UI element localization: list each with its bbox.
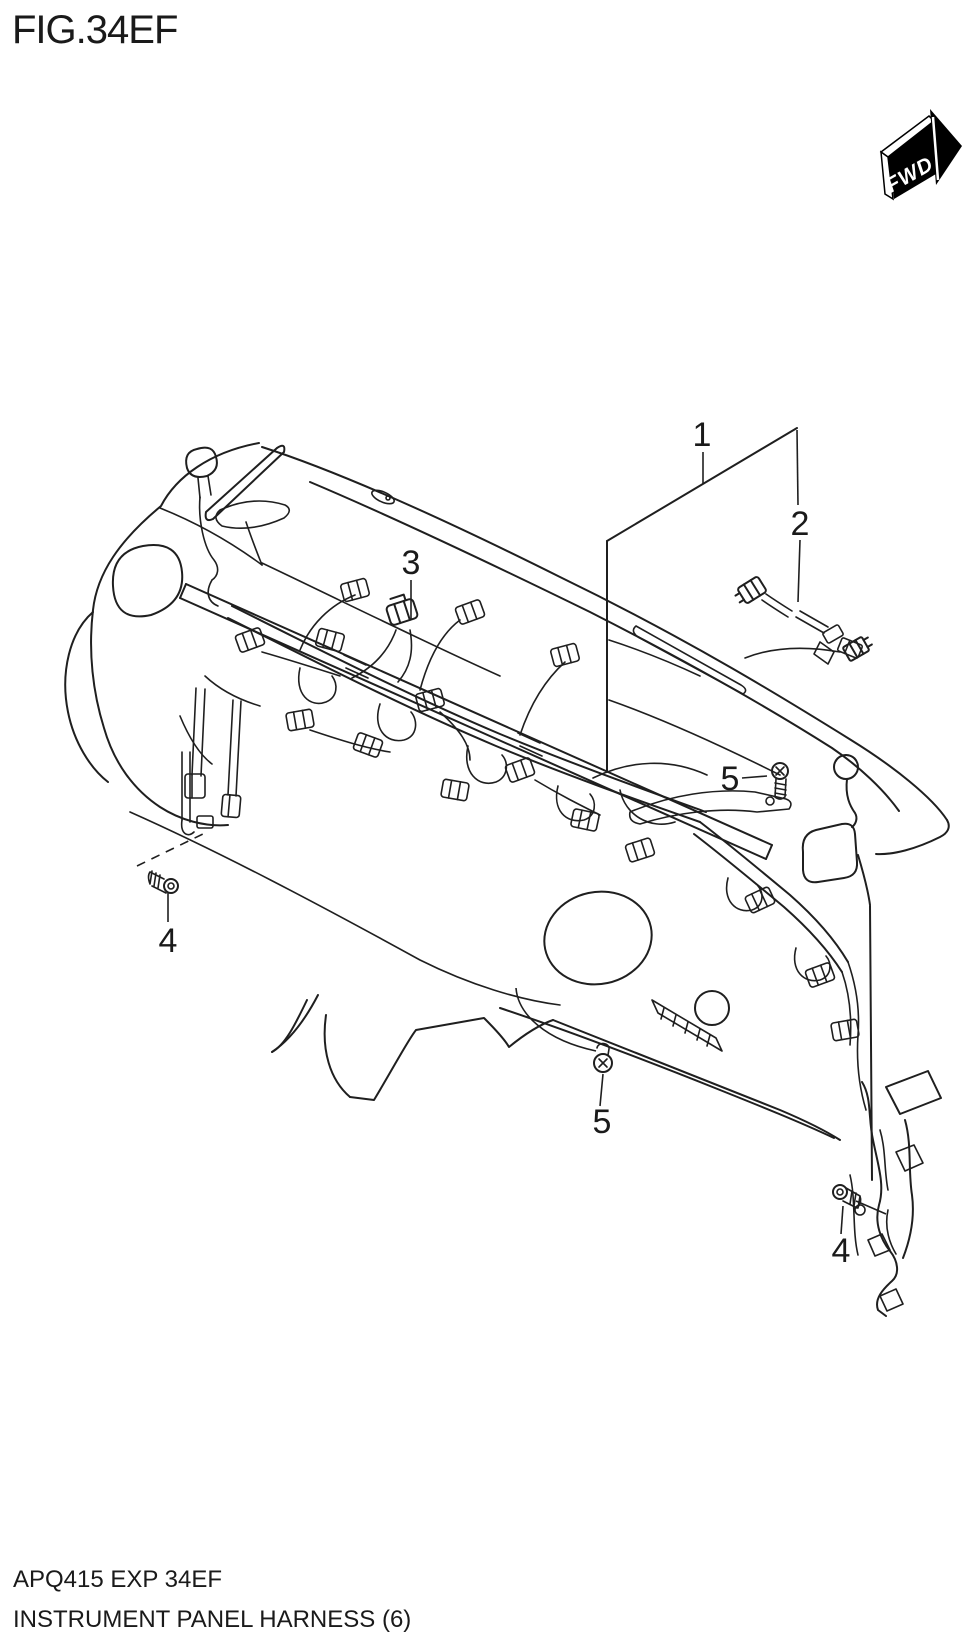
callout-3-label: 3 xyxy=(402,544,421,582)
jumper-wire-part xyxy=(734,576,873,665)
bolt-4-left xyxy=(147,870,179,894)
callout-1-label: 1 xyxy=(693,416,712,454)
main-harness xyxy=(179,577,708,863)
dashboard-top-edge xyxy=(261,446,950,856)
callout-5-upper-label: 5 xyxy=(721,760,740,798)
a-pillar-strip xyxy=(185,444,291,607)
harness-right-drop xyxy=(693,821,867,1256)
callout-2-label: 2 xyxy=(791,505,810,543)
figure-title: FIG.34EF xyxy=(12,8,178,52)
leader-lines xyxy=(136,429,887,1235)
screw-5-lower xyxy=(593,1042,613,1073)
figure-code: APQ415 EXP 34EF xyxy=(13,1566,223,1593)
figure-caption: INSTRUMENT PANEL HARNESS (6) xyxy=(13,1606,412,1633)
left-cluster xyxy=(64,442,561,1006)
right-panel-edge xyxy=(606,427,798,776)
callout-4-left-label: 4 xyxy=(159,922,178,960)
callout-4-right-label: 4 xyxy=(832,1232,851,1270)
console-legs xyxy=(271,890,841,1141)
connector-3-part xyxy=(351,593,419,683)
callout-5-lower-label: 5 xyxy=(593,1103,612,1141)
screw-5-upper xyxy=(771,762,789,800)
right-bracket xyxy=(861,1070,942,1317)
fwd-arrow-icon: FWD xyxy=(879,109,962,201)
bolt-4-right xyxy=(832,1184,862,1209)
